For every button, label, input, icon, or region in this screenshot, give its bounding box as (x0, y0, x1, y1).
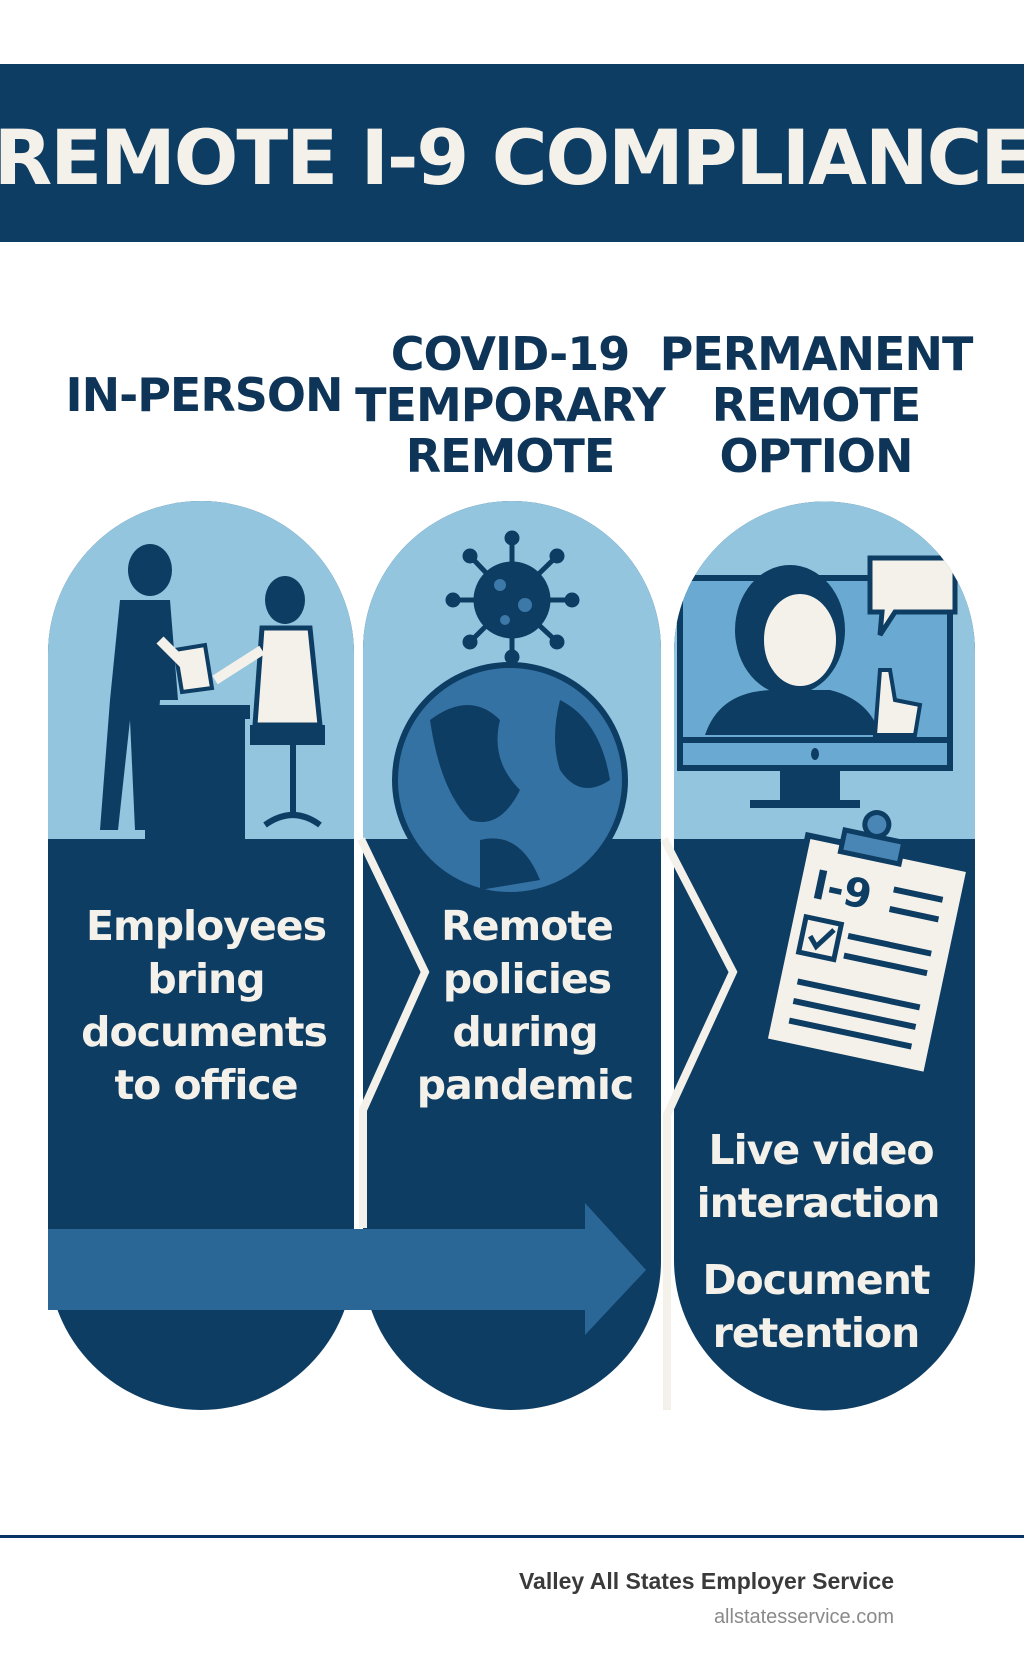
footer-divider (0, 1535, 1024, 1538)
stage-2-body-line: pandemic (417, 1061, 633, 1109)
chevron-divider (660, 837, 738, 1410)
stage-3-body-line: Document (702, 1256, 929, 1304)
stage-3-body-line: interaction (697, 1179, 940, 1227)
stage-2-body-line: during (452, 1008, 597, 1056)
virus-icon (445, 530, 580, 665)
people-exchanging-documents-icon (100, 544, 325, 840)
stage-3-pill: I-9 Live video interaction Document rete… (674, 501, 975, 1411)
footer-website-link[interactable]: allstatesservice.com (713, 1606, 894, 1628)
timeline-arrow (48, 1203, 646, 1335)
page-title: REMOTE I-9 COMPLIANCE (0, 113, 1024, 202)
stage-2-body-line: Remote (441, 902, 613, 950)
stage-3-heading-line: OPTION (720, 429, 913, 483)
chevron-divider (357, 837, 430, 1228)
stage-2-heading-line: TEMPORARY (355, 378, 666, 432)
stage-3-body-line: Live video (708, 1126, 933, 1174)
header-band (0, 64, 1024, 242)
stage-1-pill: Employees bring documents to office (48, 501, 354, 1410)
stage-2-heading-line: REMOTE (406, 429, 615, 483)
stage-2-body-line: policies (443, 955, 611, 1003)
globe-icon (392, 662, 628, 898)
i9-clipboard-icon: I-9 (760, 810, 974, 1079)
video-call-monitor-icon (677, 555, 958, 808)
stage-3-body-line: retention (713, 1309, 920, 1357)
stage-3-heading-line: REMOTE (712, 378, 921, 432)
stage-3-heading-line: PERMANENT (660, 327, 974, 381)
stage-1-body-line: documents (81, 1008, 327, 1056)
footer-organization: Valley All States Employer Service (518, 1568, 894, 1594)
stage-1-body-line: bring (147, 955, 264, 1003)
stage-1-heading: IN-PERSON (66, 368, 343, 422)
stage-1-body-line: Employees (86, 902, 326, 950)
stage-1-body-line: to office (114, 1061, 297, 1109)
stage-2-heading-line: COVID-19 (391, 327, 630, 381)
